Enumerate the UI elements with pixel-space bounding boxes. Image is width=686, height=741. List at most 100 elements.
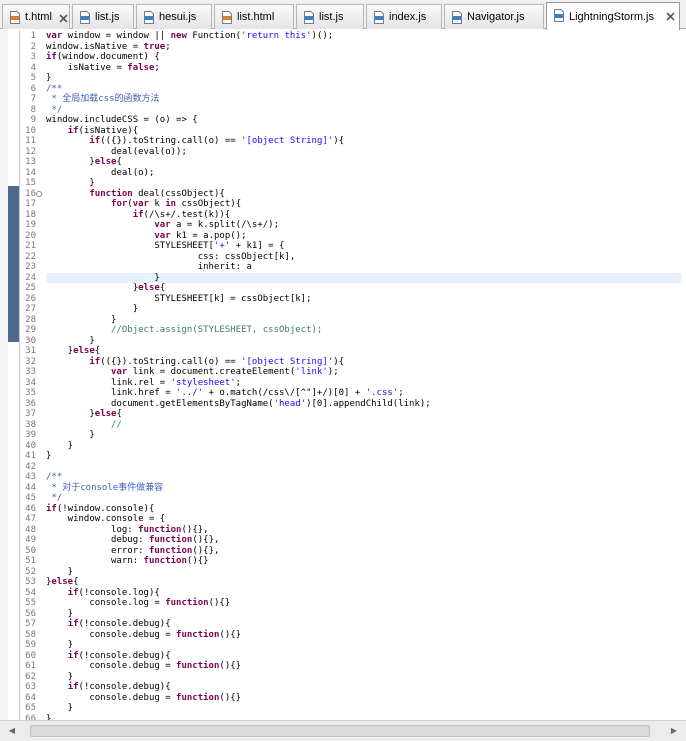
code-line[interactable]: console.debug = function(){} — [46, 661, 242, 671]
code-line[interactable]: * 全局加载css的函数方法 — [46, 94, 160, 104]
code-line[interactable]: console.debug = function(){} — [46, 629, 242, 640]
current-line-highlight — [46, 272, 682, 283]
code-line[interactable]: } — [46, 73, 52, 83]
code-line[interactable]: debug: function(){}, — [46, 535, 220, 545]
scroll-left-arrow-icon[interactable]: ◀ — [8, 726, 16, 735]
fold-toggle-icon[interactable] — [36, 190, 42, 197]
code-editor[interactable]: var window = window || new Function('ret… — [46, 30, 682, 720]
line-number: 63 — [25, 682, 36, 692]
code-line[interactable]: var link = document.createElement('link'… — [111, 367, 339, 377]
editor-tab[interactable]: list.html — [214, 4, 294, 29]
editor-tab[interactable]: Navigator.js — [444, 4, 544, 29]
code-line[interactable]: } — [46, 671, 74, 682]
code-line[interactable]: link.rel = 'stylesheet'; — [46, 377, 242, 388]
code-line[interactable]: STYLESHEET[k] = cssObject[k]; — [46, 293, 312, 304]
code-line[interactable]: var a = k.split(/\s+/); — [154, 220, 280, 230]
editor-tab[interactable]: hesui.js — [136, 4, 212, 29]
code-line[interactable]: window.isNative = true; — [46, 41, 171, 52]
code-line[interactable]: css: cssObject[k], — [46, 251, 296, 262]
code-line[interactable]: if(isNative){ — [67, 125, 139, 136]
code-line[interactable]: link.href = '../' + o.match(/css\/[^"]+/… — [46, 388, 404, 398]
line-number: 55 — [25, 598, 36, 608]
editor-tab[interactable]: list.js — [72, 4, 134, 29]
code-line[interactable]: */ — [46, 104, 63, 115]
code-line[interactable]: if(!console.log){ — [67, 587, 160, 598]
code-line[interactable]: } — [46, 451, 52, 461]
line-number: 3 — [30, 52, 36, 62]
code-line[interactable]: } — [46, 430, 95, 440]
editor-tab-label: LightningStorm.js — [569, 11, 654, 23]
code-line[interactable]: } — [46, 272, 160, 283]
line-number: 18 — [25, 209, 36, 220]
line-number: 64 — [25, 692, 36, 703]
js-file-icon — [452, 11, 462, 24]
code-line[interactable]: } — [46, 440, 74, 451]
code-line[interactable]: function deal(cssObject){ — [89, 188, 225, 199]
line-number: 54 — [25, 587, 36, 598]
code-line[interactable]: /** — [46, 83, 63, 94]
change-marker-bar[interactable] — [8, 186, 19, 342]
code-line[interactable]: var window = window || new Function('ret… — [46, 31, 334, 41]
code-line[interactable]: } — [46, 335, 95, 346]
code-line[interactable]: }else{ — [46, 346, 101, 356]
code-line[interactable]: } — [46, 566, 74, 577]
line-number: 30 — [25, 335, 36, 346]
code-line[interactable]: if(!console.debug){ — [67, 619, 171, 629]
code-line[interactable]: STYLESHEET['+' + k1] = { — [46, 241, 285, 251]
scrollbar-thumb[interactable] — [30, 725, 650, 737]
code-line[interactable]: }else{ — [46, 577, 79, 587]
code-line[interactable]: for(var k in cssObject){ — [111, 199, 242, 209]
close-tab-icon[interactable] — [58, 13, 69, 24]
code-line[interactable]: var k1 = a.pop(); — [154, 230, 247, 241]
code-line[interactable]: isNative = false; — [46, 62, 160, 73]
code-line[interactable]: //Object.assign(STYLESHEET, cssObject); — [111, 325, 323, 335]
code-line[interactable]: deal(eval(o)); — [46, 146, 187, 157]
code-line[interactable]: document.getElementsByTagName('head')[0]… — [46, 398, 431, 409]
editor-tab-label: list.html — [237, 11, 275, 23]
code-line[interactable]: } — [46, 713, 52, 721]
line-number: 9 — [30, 115, 36, 125]
code-line[interactable]: } — [46, 703, 74, 713]
code-line[interactable]: */ — [46, 493, 63, 503]
code-line[interactable]: } — [46, 640, 74, 650]
code-line[interactable]: log: function(){}, — [46, 524, 209, 535]
scroll-right-arrow-icon[interactable]: ▶ — [670, 726, 678, 735]
html-file-icon — [222, 11, 232, 24]
code-line[interactable]: if(window.document) { — [46, 52, 160, 62]
code-line[interactable]: console.log = function(){} — [46, 598, 231, 608]
code-line[interactable]: * 对于console事件做兼容 — [46, 482, 164, 493]
editor-tab[interactable]: index.js — [366, 4, 442, 29]
editor-tab[interactable]: list.js — [296, 4, 364, 29]
code-line[interactable]: window.includeCSS = (o) => { — [46, 115, 198, 125]
ruler-divider — [19, 30, 20, 720]
code-line[interactable]: if(/\s+/.test(k)){ — [132, 209, 231, 220]
code-line[interactable]: } — [46, 608, 74, 619]
code-line[interactable]: } — [46, 304, 139, 314]
editor-tab[interactable]: LightningStorm.js — [546, 2, 680, 30]
code-line[interactable]: // — [111, 419, 122, 430]
editor-tab[interactable]: t.html — [2, 4, 70, 29]
code-line[interactable]: if(({}).toString.call(o) == '[object Str… — [89, 136, 345, 146]
code-line[interactable]: } — [46, 178, 95, 188]
horizontal-scrollbar[interactable]: ◀ ▶ — [0, 720, 686, 741]
code-line[interactable]: if(!console.debug){ — [67, 650, 171, 661]
close-tab-icon[interactable] — [665, 11, 676, 22]
code-line[interactable]: inherit: a — [46, 262, 252, 272]
code-line[interactable]: deal(o); — [46, 167, 155, 178]
code-line[interactable]: if(!window.console){ — [46, 503, 155, 514]
line-number: 28 — [25, 314, 36, 325]
code-line[interactable]: }else{ — [46, 283, 166, 293]
code-line[interactable]: /** — [46, 472, 63, 482]
line-number: 43 — [25, 472, 36, 482]
code-line[interactable]: } — [46, 314, 117, 325]
code-line[interactable]: if(({}).toString.call(o) == '[object Str… — [89, 356, 345, 367]
code-line[interactable]: }else{ — [46, 409, 122, 419]
code-line[interactable]: }else{ — [46, 157, 122, 167]
code-line[interactable]: warn: function(){} — [46, 556, 209, 566]
code-line[interactable]: if(!console.debug){ — [67, 682, 171, 692]
code-line[interactable]: console.debug = function(){} — [46, 692, 242, 703]
code-line[interactable]: error: function(){}, — [46, 545, 220, 556]
code-line[interactable]: window.console = { — [46, 514, 166, 524]
